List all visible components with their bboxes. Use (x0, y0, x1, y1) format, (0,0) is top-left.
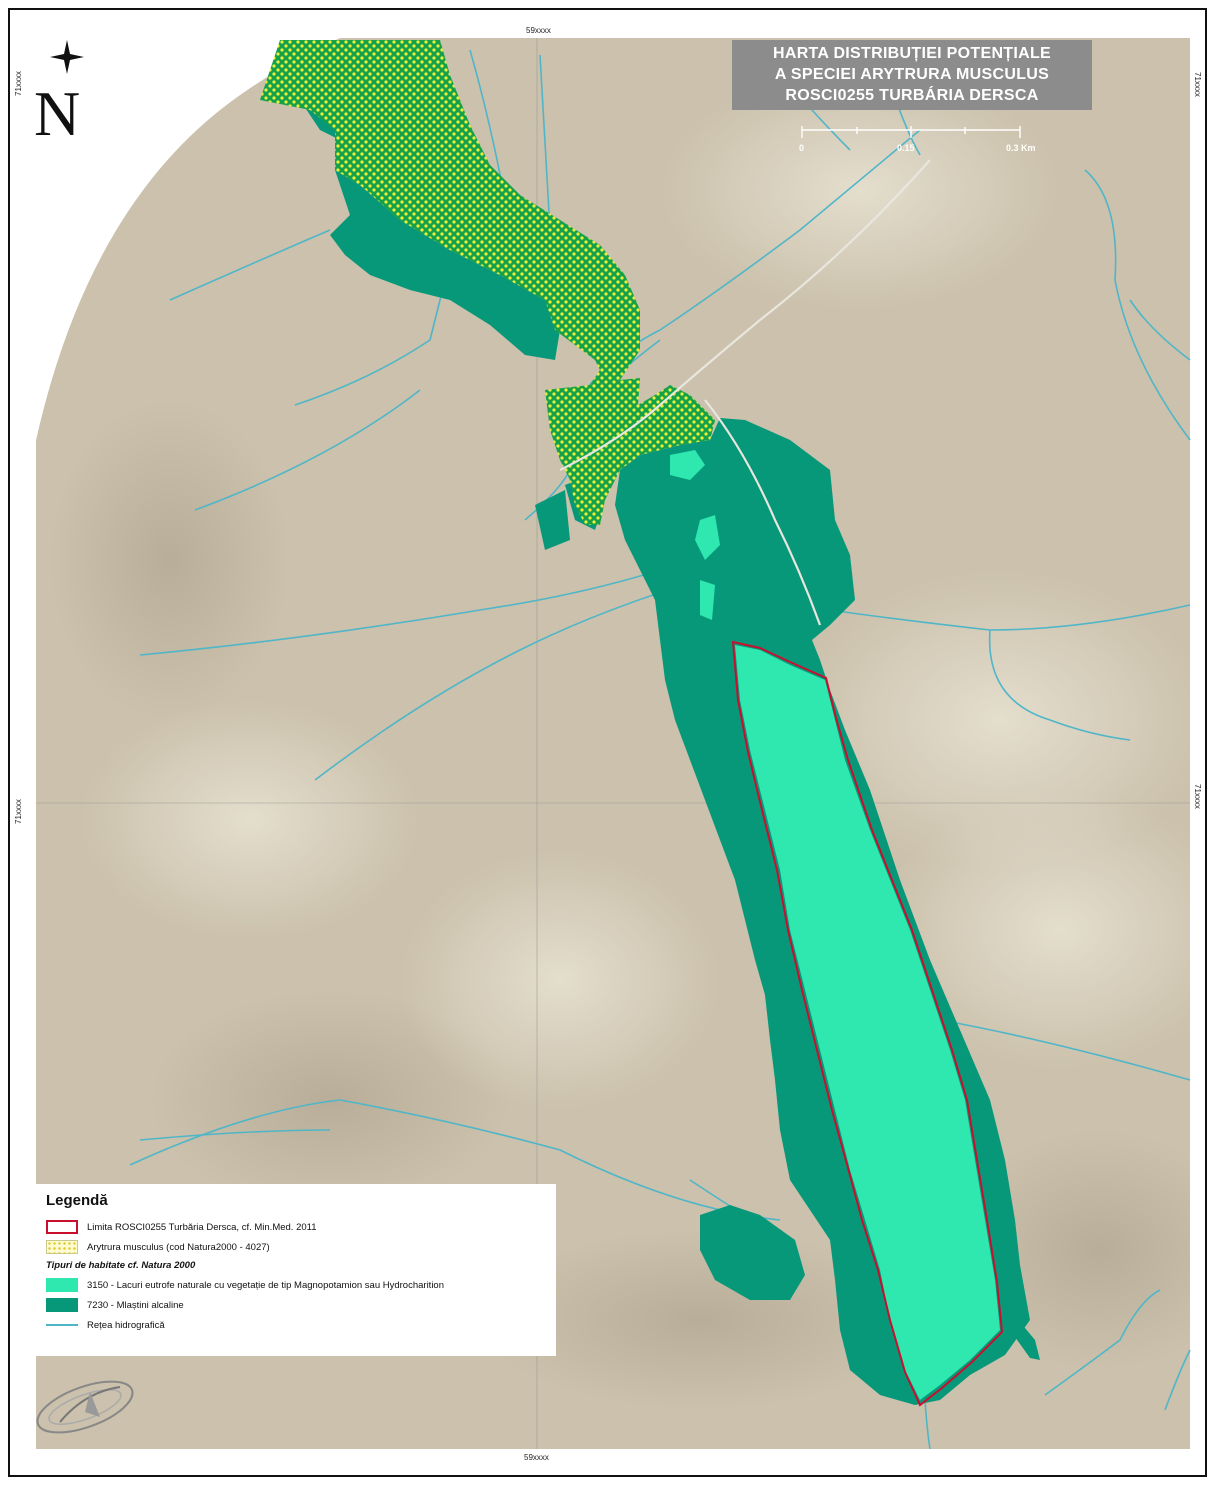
legend-item-7230: 7230 - Mlaștini alcaline (46, 1295, 546, 1315)
legend-item-species: Arytrura musculus (cod Natura2000 - 4027… (46, 1237, 546, 1257)
coord-bottom: 59xxxx (524, 1453, 549, 1462)
legend-panel: Legendă Limita ROSCI0255 Turbăria Dersca… (36, 1184, 556, 1356)
legend-subheading-habitats: Tipuri de habitate cf. Natura 2000 (46, 1260, 196, 1271)
coord-left-middle: 71xxxx (14, 799, 23, 824)
legend-label-7230: 7230 - Mlaștini alcaline (87, 1299, 184, 1311)
map-title-line-2: A SPECIEI ARYTRURA MUSCULUS (774, 66, 1050, 83)
legend-label-rivers: Rețea hidrografică (87, 1319, 165, 1331)
map-title-line-1: HARTA DISTRIBUȚIEI POTENȚIALE (772, 45, 1052, 62)
scale-label-mid: 0.15 (897, 143, 915, 153)
arytrura-musculus-distribution[interactable] (545, 378, 715, 525)
north-arrow-icon: N (34, 40, 84, 149)
legend-swatch-rivers (46, 1324, 78, 1326)
legend-swatch-species (46, 1240, 78, 1254)
legend-item-boundary: Limita ROSCI0255 Turbăria Dersca, cf. Mi… (46, 1217, 546, 1237)
legend-swatch-boundary (46, 1220, 78, 1234)
road (559, 159, 931, 626)
coord-right-middle: 71xxxx (1193, 784, 1202, 809)
scale-bar (801, 126, 1021, 138)
map-title-line-3: ROSCI0255 TURBÁRIA DERSCA (785, 87, 1039, 104)
legend-label-boundary: Limita ROSCI0255 Turbăria Dersca, cf. Mi… (87, 1221, 317, 1233)
legend-item-rivers: Rețea hidrografică (46, 1315, 546, 1335)
coord-top: 59xxxx (526, 26, 551, 35)
map-extent-edge (36, 38, 340, 440)
arytrura-musculus-distribution[interactable] (260, 40, 640, 385)
legend-swatch-7230 (46, 1298, 78, 1312)
river-network (129, 49, 1191, 1450)
coord-right-upper: 71xxxx (1193, 72, 1202, 97)
habitat-3150-eutrophic-lakes[interactable] (670, 450, 1000, 1400)
scale-label-end: 0.3 Km (1006, 143, 1036, 153)
agency-logo-icon (30, 1372, 140, 1447)
rosci0255-boundary[interactable] (731, 640, 1004, 1407)
legend-title: Legendă (46, 1192, 108, 1209)
coord-left-upper: 71xxxx (14, 71, 23, 96)
north-letter: N (34, 78, 80, 140)
legend-label-3150: 3150 - Lacuri eutrofe naturale cu vegeta… (87, 1279, 444, 1291)
scale-label-0: 0 (799, 143, 805, 153)
map-title: HARTA DISTRIBUȚIEI POTENȚIALE A SPECIEI … (732, 40, 1092, 110)
legend-item-3150: 3150 - Lacuri eutrofe naturale cu vegeta… (46, 1275, 546, 1295)
legend-swatch-3150 (46, 1278, 78, 1292)
legend-label-species: Arytrura musculus (cod Natura2000 - 4027… (87, 1241, 270, 1253)
